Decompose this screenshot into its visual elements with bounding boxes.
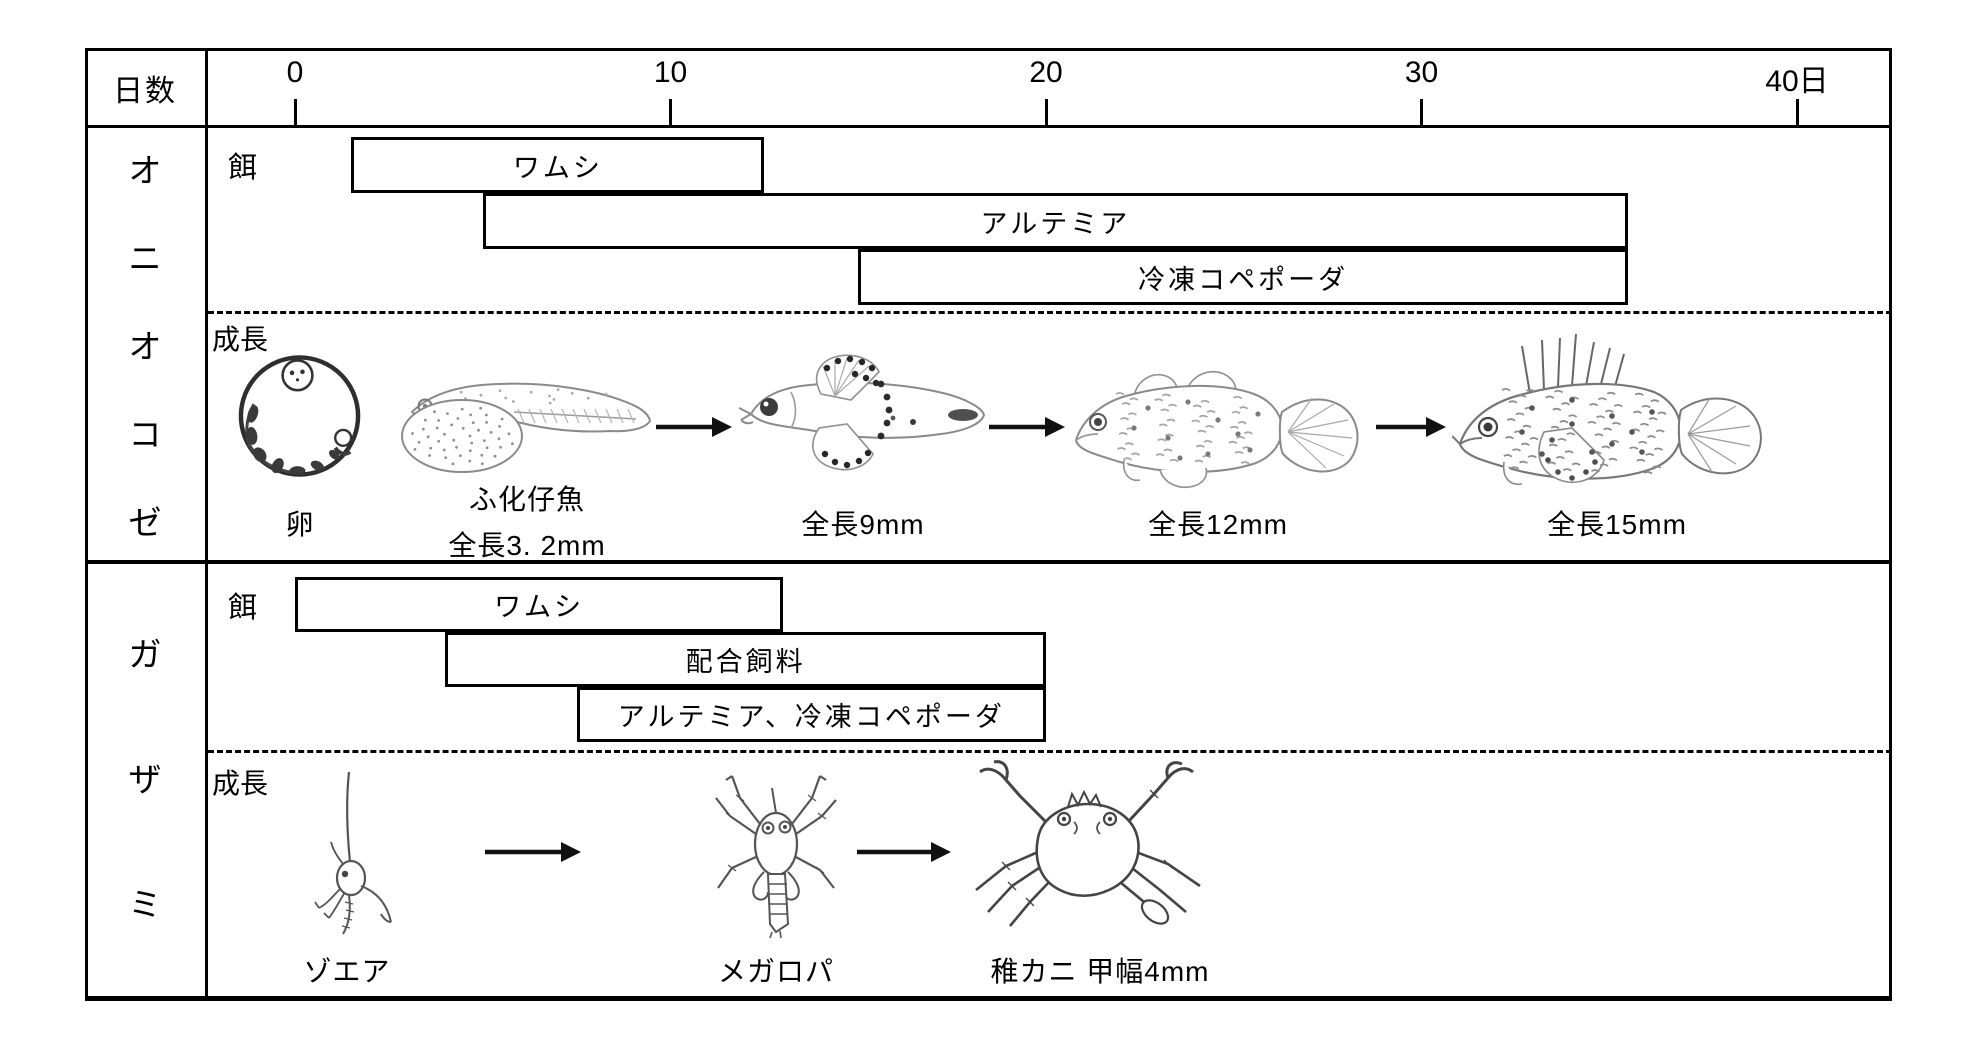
axis-tick-label: 30 <box>1404 56 1439 89</box>
feed-bar-label: 配合飼料 <box>685 647 806 677</box>
species-name-char: ミ <box>128 886 162 923</box>
table-frame <box>85 48 1892 1001</box>
feed-growth-divider-line <box>208 311 1892 314</box>
feed-section-label: 餌 <box>228 592 258 624</box>
juvenile-fish-12mm-illustration <box>1068 368 1368 490</box>
megalopa-illustration <box>706 764 846 940</box>
feed-bar-label: アルテミア、冷凍コペポーダ <box>617 702 1005 732</box>
growth-arrow-icon <box>484 839 582 870</box>
growth-arrow-icon <box>856 839 952 870</box>
feed-bar: アルテミア <box>482 193 1629 249</box>
growth-stage-label: メガロパ <box>717 956 835 987</box>
feed-bar: 冷凍コペポーダ <box>858 249 1629 305</box>
species-name-char: コ <box>128 416 162 453</box>
growth-section-label: 成長 <box>212 324 269 355</box>
axis-tick-label: 0 <box>286 56 304 89</box>
axis-tick-mark <box>1795 99 1799 125</box>
feed-bar-label: 冷凍コペポーダ <box>1138 264 1349 295</box>
feed-bar: ワムシ <box>351 137 765 193</box>
growth-arrow-icon <box>988 414 1066 445</box>
species-name-char: ニ <box>128 240 162 277</box>
species-name-char: ガ <box>128 636 162 673</box>
growth-stage-label-line1: ふ化仔魚 <box>468 484 586 515</box>
days-header-cell: 日数 <box>113 75 177 108</box>
growth-arrow-icon <box>655 414 733 445</box>
axis-tick-mark <box>1044 99 1048 125</box>
axis-tick-label: 10 <box>653 56 688 89</box>
growth-stage-label: 稚カニ 甲幅4mm <box>990 956 1210 987</box>
larva-fish-9mm-illustration <box>735 352 993 474</box>
axis-tick-label: 40日 <box>1765 65 1829 98</box>
axis-tick-mark <box>293 99 297 125</box>
juvenile-crab-illustration <box>962 760 1212 945</box>
species-name-char: オ <box>128 152 162 189</box>
species-name-char: ゼ <box>128 504 162 541</box>
growth-stage-label: 全長12mm <box>1148 509 1288 540</box>
axis-tick-mark <box>1420 99 1423 125</box>
feed-bar: アルテミア、冷凍コペポーダ <box>576 687 1046 742</box>
feed-bar-label: アルテミア <box>980 208 1131 239</box>
feed-bar-label: ワムシ <box>512 152 603 183</box>
juvenile-fish-15mm-illustration <box>1452 332 1782 500</box>
axis-tick-label: 20 <box>1029 56 1063 89</box>
header-bottom-line <box>85 125 1892 128</box>
species-divider-line <box>85 560 1892 564</box>
feed-bar-label: ワムシ <box>494 592 585 622</box>
species-name-char: オ <box>128 328 162 365</box>
growth-arrow-icon <box>1375 414 1447 445</box>
growth-stage-label-line2: 全長3. 2mm <box>448 530 606 561</box>
species-name-char: ザ <box>128 761 162 798</box>
egg-illustration <box>232 352 367 482</box>
feed-bar: ワムシ <box>295 577 784 632</box>
axis-tick-mark <box>669 99 672 125</box>
yolk-sac-larva-illustration <box>398 362 658 477</box>
feed-bar: 配合飼料 <box>445 632 1046 687</box>
growth-stage-label: 卵 <box>285 509 315 540</box>
zoea-illustration <box>305 770 395 946</box>
feed-growth-divider-line <box>208 750 1892 753</box>
column-divider-line <box>205 48 208 1001</box>
feed-section-label: 餌 <box>228 152 258 184</box>
growth-stage-label: ゾエア <box>303 956 391 987</box>
growth-section-label: 成長 <box>212 768 269 799</box>
growth-stage-label: ふ化仔魚全長3. 2mm <box>448 478 605 564</box>
growth-stage-label: 全長9mm <box>801 509 925 540</box>
growth-stage-label: 全長15mm <box>1547 509 1687 540</box>
